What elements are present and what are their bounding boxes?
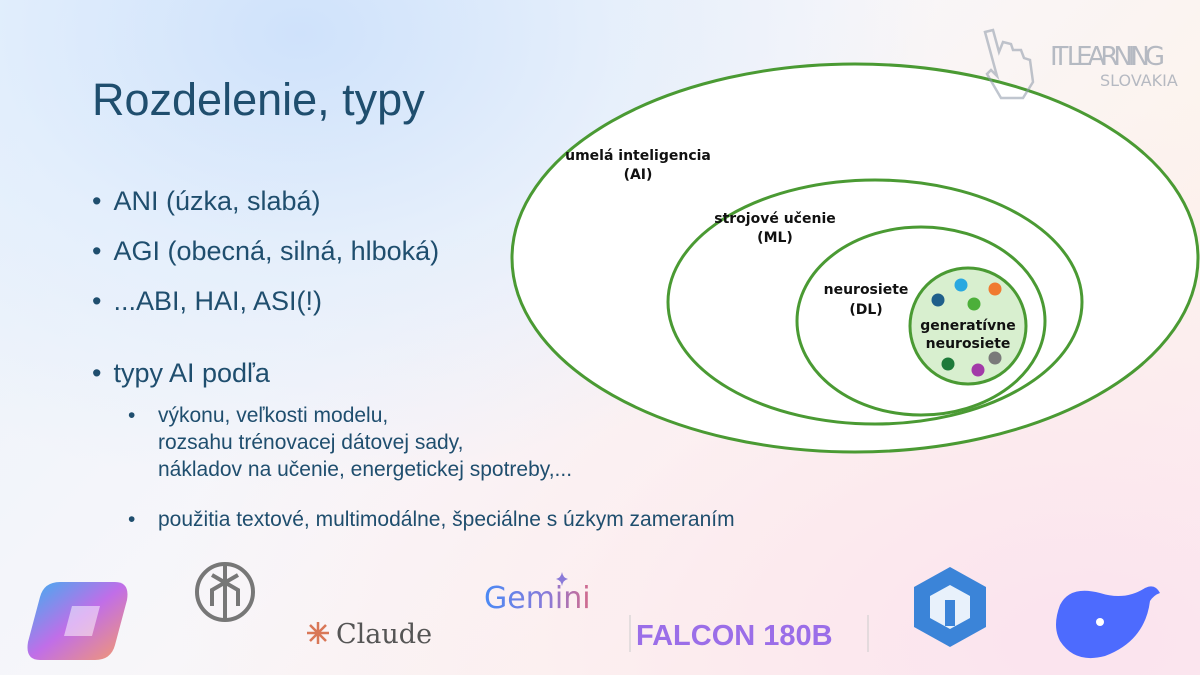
model-dot [954, 278, 968, 292]
ai-label: umelá inteligencia [565, 148, 711, 164]
deepseek-whale-logo [1056, 586, 1160, 659]
sub-line: výkonu, veľkosti modelu, [158, 404, 389, 427]
dl-label: neurosiete [824, 282, 909, 298]
dl-abbr: (DL) [849, 302, 882, 318]
bullet-ani: ANI (úzka, slabá) [92, 186, 320, 217]
model-dot [941, 357, 955, 371]
sub-bullet-usage: • použitia textové, multimodálne, špeciá… [128, 508, 735, 531]
copilot-logo [27, 582, 128, 660]
sub-line: nákladov na učenie, energetickej spotreb… [158, 458, 573, 481]
gemini-star-icon [556, 572, 568, 586]
sub-line: použitia textové, multimodálne, špeciáln… [158, 508, 735, 531]
bullet-abi: ...ABI, HAI, ASI(!) [92, 286, 322, 317]
logo-brand: IT LEARNING [1050, 42, 1165, 72]
cube-logo [914, 567, 986, 647]
ai-abbr: (AI) [624, 167, 653, 183]
claude-sunburst-icon [307, 622, 329, 644]
page-title: Rozdelenie, typy [92, 74, 425, 125]
model-dot [971, 363, 985, 377]
openai-logo [195, 562, 255, 622]
claude-text: Claude [336, 619, 432, 650]
model-dot [931, 293, 945, 307]
model-dot [988, 351, 1002, 365]
pointer-hand-icon [983, 28, 1035, 100]
claude-logo: Claude [307, 619, 432, 650]
sub-bullet-performance: • výkonu, veľkosti modelu, rozsahu tréno… [128, 404, 573, 481]
it-learning-logo: IT LEARNING SLOVAKIA [983, 28, 1178, 100]
gen-label-2: neurosiete [926, 336, 1011, 352]
ml-label: strojové učenie [714, 211, 835, 227]
falcon-text: FALCON 180B [636, 620, 833, 652]
gemini-logo: Gemini [484, 572, 591, 616]
falcon-logo: FALCON 180B [629, 615, 869, 652]
logo-sub: SLOVAKIA [1100, 71, 1178, 90]
sub-line: rozsahu trénovacej dátovej sady, [158, 431, 464, 454]
gen-label: generatívne [920, 318, 1015, 334]
bullet-agi: AGI (obecná, silná, hlboká) [92, 236, 439, 267]
model-dot [988, 282, 1002, 296]
gemini-text: Gemini [484, 581, 591, 616]
model-dot [967, 297, 981, 311]
ml-abbr: (ML) [757, 230, 793, 246]
bullet-types: typy AI podľa [92, 358, 269, 389]
